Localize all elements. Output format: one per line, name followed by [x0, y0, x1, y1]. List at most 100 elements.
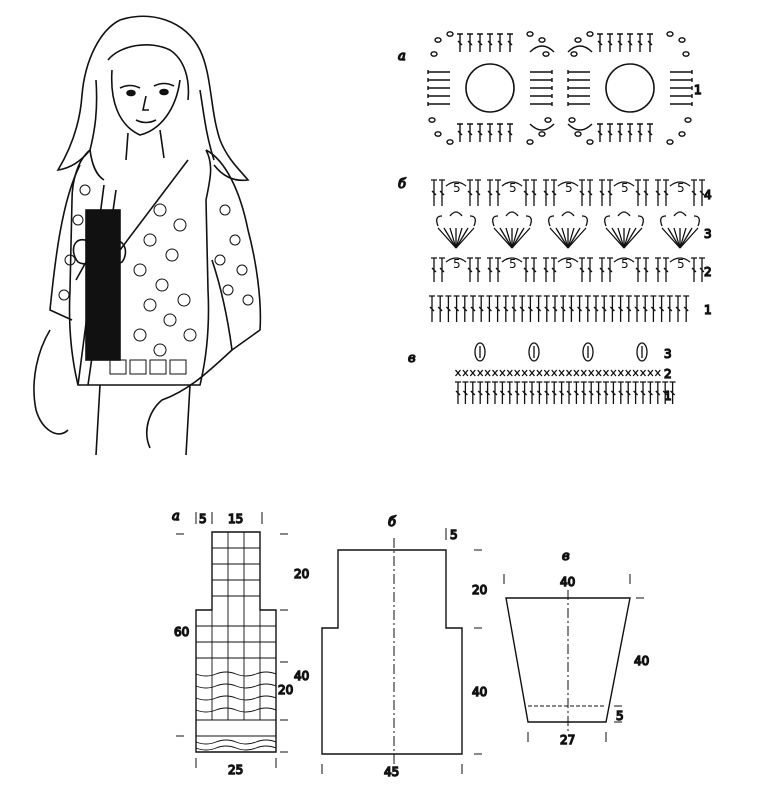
fan-stitch [511, 227, 525, 249]
stitch-dc [670, 94, 693, 98]
stitch-dc [607, 33, 613, 52]
stitch-dc [530, 86, 553, 90]
stitch-dc [595, 381, 602, 404]
chain-arc [445, 181, 467, 187]
stitch-dc [642, 295, 649, 322]
stitch-dc [543, 381, 550, 404]
stitch-dc [635, 179, 641, 206]
chain-count: 5 [621, 181, 629, 195]
fan-stitch [623, 227, 631, 249]
stitch-dc [475, 257, 481, 282]
stitch-dc [647, 33, 653, 52]
stitch-dc [530, 78, 553, 82]
fan-stitch [679, 227, 687, 249]
chain-count: 5 [453, 257, 461, 271]
stitch-dc [499, 381, 506, 404]
stitch-dc [663, 257, 669, 282]
stitch-sc [536, 369, 543, 377]
chart-a-row-1: 1 [694, 83, 702, 97]
stitch-picot [528, 342, 540, 362]
fan-stitch [623, 227, 637, 249]
stitch-sc [551, 369, 558, 377]
fan-stitch [505, 227, 513, 249]
stitch-chain [678, 37, 686, 43]
fan-stitch [555, 227, 569, 249]
stitch-dc [467, 123, 473, 142]
chart-a-label: а [398, 49, 406, 64]
fan-stitch [449, 227, 457, 249]
stitch-dc [637, 123, 643, 142]
stitch-dc [543, 179, 549, 206]
fan-stitch [679, 227, 699, 249]
chain-count: 5 [509, 257, 517, 271]
fan-stitch [567, 227, 575, 249]
stitch-dc [670, 78, 693, 82]
stitch-chain [526, 31, 534, 37]
stitch-chain [430, 51, 438, 57]
stitch-chain [684, 117, 692, 123]
stitch-dc [527, 295, 534, 322]
chain-count: 5 [677, 257, 685, 271]
stitch-sc [506, 369, 513, 377]
motif-right [567, 31, 693, 145]
stitch-dc [470, 295, 476, 322]
fan-stitch [667, 227, 681, 249]
stitch-dc [584, 295, 591, 322]
fan-stitch [455, 227, 463, 249]
stitch-sc [617, 369, 624, 377]
stitch-sc [558, 369, 565, 377]
stitch-picot [474, 342, 486, 362]
stitch-dc [558, 381, 565, 404]
stitch-chart-v: в 3 2 1 [407, 342, 676, 404]
stitch-dc [439, 179, 445, 206]
picot [604, 211, 644, 227]
stitch-dc [536, 381, 543, 404]
stitch-sc [603, 369, 609, 377]
schematic-b-label: б [388, 515, 396, 530]
stitch-chain [570, 51, 578, 57]
stitch-dc [655, 179, 661, 206]
stitch-dc [467, 257, 473, 282]
stitch-chain [434, 37, 442, 43]
fan-stitch [455, 227, 475, 249]
stitch-chain [526, 139, 534, 145]
stitch-dc [579, 179, 585, 206]
fan-stitch [561, 227, 569, 249]
fan-stitch [499, 227, 513, 249]
stitch-sc [566, 369, 572, 377]
chain-count: 5 [677, 181, 685, 195]
chain-count: 5 [565, 257, 573, 271]
fan-stitch [567, 227, 581, 249]
stitch-sc [492, 369, 498, 377]
stitch-dc [521, 381, 528, 404]
stitch-dc [477, 33, 483, 52]
stitch-dc [506, 381, 513, 404]
stitch-dc [530, 94, 553, 98]
fan-stitch [673, 227, 681, 249]
stitch-dc [469, 381, 476, 404]
schematic-a-lower-height: 40 [294, 669, 309, 683]
fan-stitch [493, 227, 513, 249]
stitch-dc [530, 102, 553, 106]
stitch-sc [543, 369, 550, 377]
stitch-dc [654, 381, 661, 404]
stitch-dc [551, 179, 557, 206]
chart-b-row-1: 1 [704, 303, 712, 317]
stitch-dc [658, 295, 665, 322]
fan-stitch [511, 227, 519, 249]
stitch-dc [507, 33, 513, 52]
stitch-dc [643, 257, 649, 282]
stitch-dc [529, 381, 535, 404]
stitch-dc [427, 78, 450, 82]
stitch-dc [609, 295, 616, 322]
stitch-dc [487, 123, 493, 142]
stitch-dc [431, 179, 437, 206]
chart-v-row-2: 2 [664, 367, 672, 381]
fan-stitch [623, 227, 643, 249]
stitch-dc [601, 295, 608, 322]
stitch-sc [595, 369, 602, 377]
stitch-dc [531, 179, 537, 206]
stitch-dc [579, 257, 585, 282]
stitch-dc [437, 295, 444, 322]
